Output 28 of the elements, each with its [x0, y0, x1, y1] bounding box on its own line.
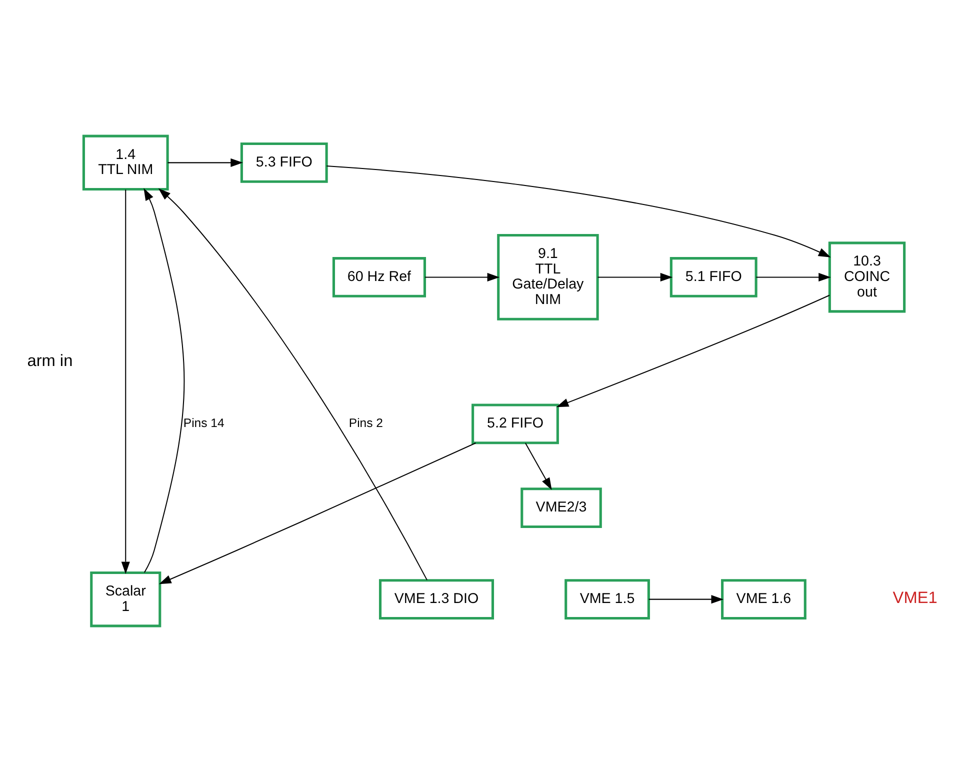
node-box: VME 1.6: [721, 578, 806, 620]
node-box: VME 1.3 DIO: [378, 578, 494, 620]
edge-label: Pins 2: [348, 416, 383, 430]
edge-label: Pins 14: [183, 416, 224, 430]
arrow: [525, 442, 552, 490]
node-box: 5.1 FIFO: [670, 256, 758, 297]
arrow: [756, 272, 831, 281]
arrow: [168, 158, 243, 166]
arrow: [598, 272, 673, 281]
node-box: VME2/3: [520, 487, 602, 528]
arrow: [158, 188, 428, 580]
arrow: [648, 594, 724, 604]
node-box: 5.3 FIFO: [240, 142, 328, 182]
node-box: VME 1.5: [564, 578, 650, 620]
arrow: [556, 294, 830, 407]
arrow: [121, 189, 130, 574]
node-box: 9.1 TTL Gate/Delay NIM: [497, 234, 599, 320]
node-box: 60 Hz Ref: [332, 256, 426, 297]
node-box: 5.2 FIFO: [472, 403, 559, 444]
arrow: [144, 188, 185, 572]
label: VME1: [892, 588, 938, 607]
node-box: 10.3 COINC out: [828, 241, 906, 312]
label: arm in: [27, 351, 73, 370]
node-box: Scalar 1: [90, 570, 162, 627]
arrow: [425, 272, 500, 281]
arrow: [158, 442, 476, 584]
node-box: 1.4 TTL NIM: [82, 134, 169, 190]
arrow: [326, 164, 831, 257]
